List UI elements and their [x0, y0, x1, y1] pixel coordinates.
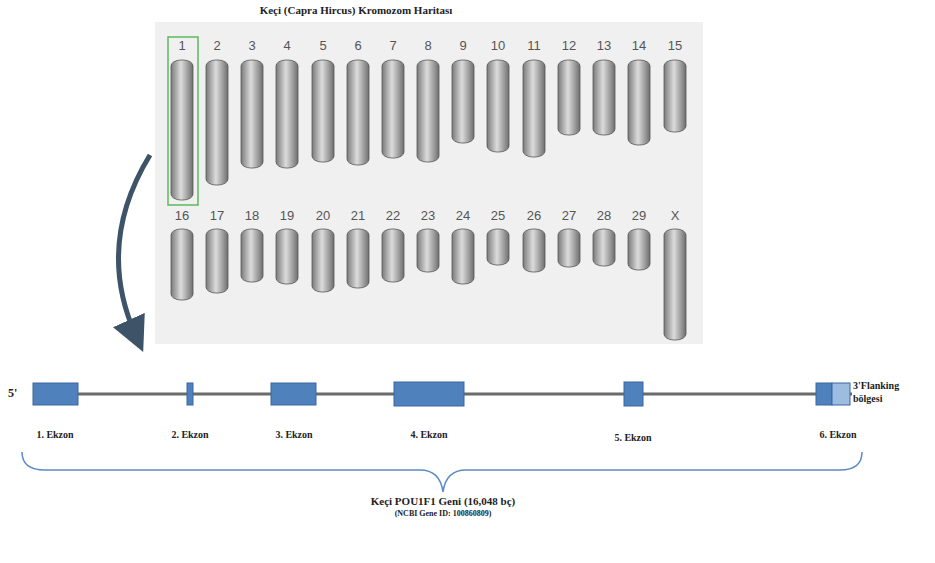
chromosome [276, 229, 298, 284]
chromosome-number: 12 [562, 38, 576, 53]
end-label: 5' [8, 386, 17, 401]
chromosome-number: 3 [248, 38, 255, 53]
chromosome [347, 229, 369, 288]
gene-id: (NCBI Gene ID: 100860809) [395, 509, 492, 518]
chromosome [628, 60, 650, 145]
chromosome-number: 22 [386, 208, 400, 223]
chromosome [628, 229, 650, 270]
chromosome-number: 29 [632, 208, 646, 223]
chromosome-number: 9 [459, 38, 466, 53]
chromosome [312, 229, 334, 292]
chromosome-number: 1 [178, 38, 185, 53]
exon-label: 3. Ekzon [275, 429, 312, 440]
chromosome-number: 20 [316, 208, 330, 223]
chromosome-number: X [671, 208, 680, 223]
chromosome [206, 229, 228, 293]
chromosome [523, 60, 545, 157]
exon-label: 5. Ekzon [614, 432, 651, 443]
chromosome [417, 229, 439, 272]
exon-label: 6. Ekzon [819, 429, 856, 440]
chromosome [241, 60, 263, 168]
chromosome [593, 60, 615, 135]
chromosome-number: 28 [597, 208, 611, 223]
flanking-label: 3'Flanking bölgesi [853, 380, 931, 405]
chromosome-number: 23 [421, 208, 435, 223]
chromosome-number: 5 [319, 38, 326, 53]
chromosome-number: 8 [424, 38, 431, 53]
chromosome-number: 10 [491, 38, 505, 53]
chromosome [347, 60, 369, 165]
chromosome-number: 24 [456, 208, 470, 223]
chromosome [276, 60, 298, 168]
chromosome-number: 13 [597, 38, 611, 53]
chromosome-panel [155, 22, 703, 344]
chromosome-number: 11 [527, 38, 541, 53]
chromosome [452, 60, 474, 143]
exon-box [271, 383, 316, 405]
gene-name: Keçi POU1F1 Geni (16,048 bç) [371, 495, 516, 507]
chromosome [452, 229, 474, 284]
chromosome [382, 229, 404, 282]
chromosome-number: 2 [213, 38, 220, 53]
chromosome-number: 6 [354, 38, 361, 53]
exon-label: 4. Ekzon [410, 429, 447, 440]
chromosome [558, 60, 580, 135]
chromosome-number: 21 [351, 208, 365, 223]
chromosome [487, 229, 509, 265]
chromosome [558, 229, 580, 267]
chromosome-number: 26 [527, 208, 541, 223]
title: Keçi (Capra Hircus) Kromozom Haritası [260, 4, 453, 16]
curved-arrow [118, 155, 150, 336]
exon-box [816, 383, 832, 405]
chromosome [382, 60, 404, 158]
chromosome [593, 229, 615, 266]
exon-box [394, 382, 464, 406]
exon-label: 1. Ekzon [36, 429, 73, 440]
chromosome-number: 7 [389, 38, 396, 53]
exon-box [33, 383, 78, 405]
chromosome [664, 229, 686, 340]
chromosome-number: 27 [562, 208, 576, 223]
highlight-box [168, 37, 198, 205]
chromosome-number: 17 [210, 208, 224, 223]
chromosome [664, 60, 686, 132]
exons [33, 382, 850, 406]
chromosome [171, 60, 193, 200]
exon-label: 2. Ekzon [171, 429, 208, 440]
chromosome-number: 18 [245, 208, 259, 223]
exon-box [187, 383, 193, 405]
bracket [22, 452, 862, 492]
exon-box [624, 382, 643, 406]
flanking-box [832, 383, 850, 405]
chromosome-number: 14 [632, 38, 646, 53]
chromosome-number: 16 [175, 208, 189, 223]
chromosome [312, 60, 334, 162]
chromosome [417, 60, 439, 162]
chromosome-number: 15 [668, 38, 682, 53]
chromosome-number: 4 [283, 38, 290, 53]
chromosome [206, 60, 228, 185]
chromosome [171, 229, 193, 300]
chromosome [241, 229, 263, 282]
chromosome [523, 229, 545, 272]
chromosome-number: 19 [280, 208, 294, 223]
chromosome-number: 25 [491, 208, 505, 223]
chromosome [487, 60, 509, 152]
